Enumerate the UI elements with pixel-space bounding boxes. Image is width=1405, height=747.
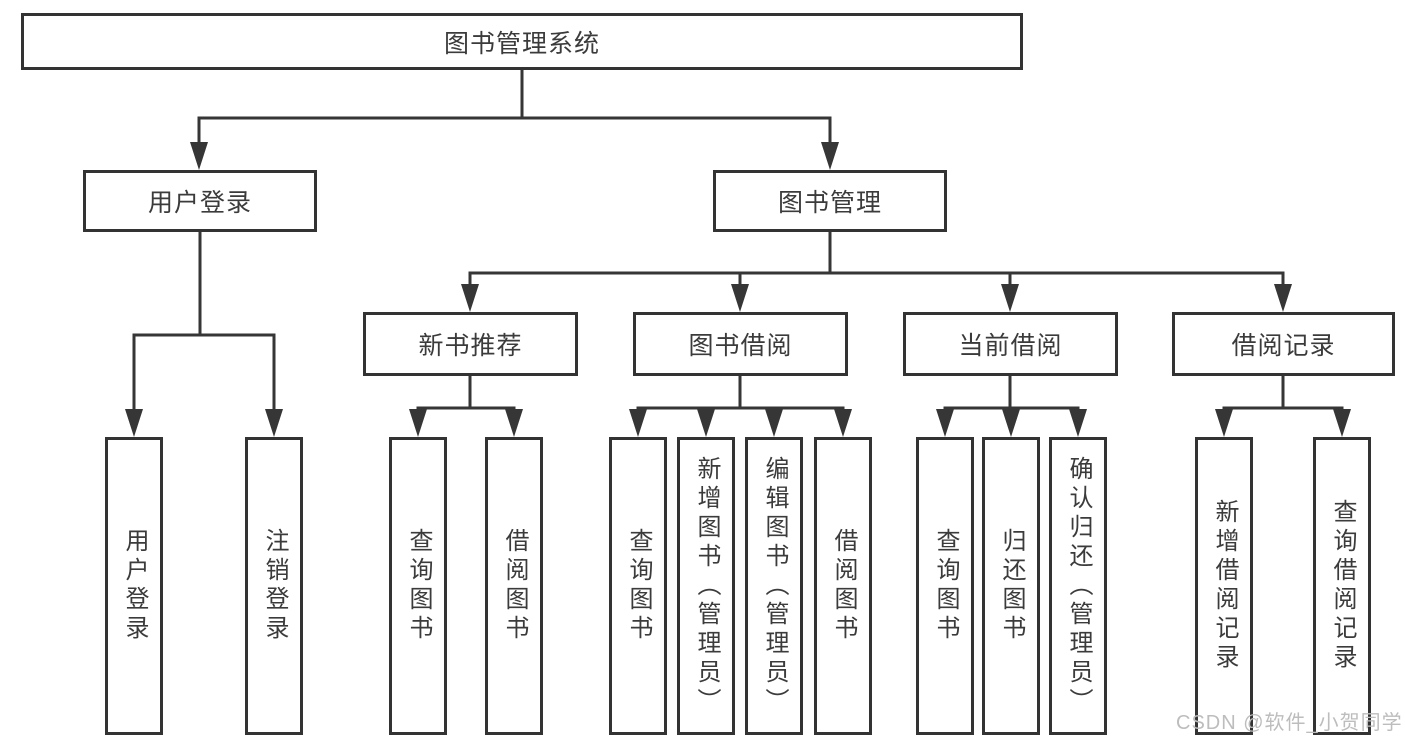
- node-user-login: 用户登录: [83, 170, 317, 232]
- leaf-query-books-2: 查询图书: [609, 437, 667, 735]
- leaf-add-borrow-record: 新增借阅记录: [1195, 437, 1253, 735]
- leaf-query-borrow-record: 查询借阅记录: [1313, 437, 1371, 735]
- node-current-borrow: 当前借阅: [903, 312, 1118, 376]
- leaf-confirm-return-admin: 确认归还（管理员）: [1049, 437, 1107, 735]
- arrowheads: [125, 142, 1351, 437]
- leaf-borrow-books-1: 借阅图书: [485, 437, 543, 735]
- leaf-query-books-3: 查询图书: [916, 437, 974, 735]
- connector-path: [132, 68, 1344, 432]
- node-borrow-records: 借阅记录: [1172, 312, 1395, 376]
- watermark-text: CSDN @软件_小贺同学: [1176, 712, 1403, 734]
- leaf-logout: 注销登录: [245, 437, 303, 735]
- leaf-add-books-admin: 新增图书（管理员）: [677, 437, 735, 735]
- leaf-query-books-1: 查询图书: [389, 437, 447, 735]
- leaf-borrow-books-2: 借阅图书: [814, 437, 872, 735]
- leaf-return-books: 归还图书: [982, 437, 1040, 735]
- node-book-management: 图书管理: [713, 170, 947, 232]
- node-new-book-recommend: 新书推荐: [363, 312, 578, 376]
- node-system-root: 图书管理系统: [21, 13, 1023, 70]
- leaf-edit-books-admin: 编辑图书（管理员）: [745, 437, 803, 735]
- node-book-borrow: 图书借阅: [633, 312, 848, 376]
- leaf-user-login: 用户登录: [105, 437, 163, 735]
